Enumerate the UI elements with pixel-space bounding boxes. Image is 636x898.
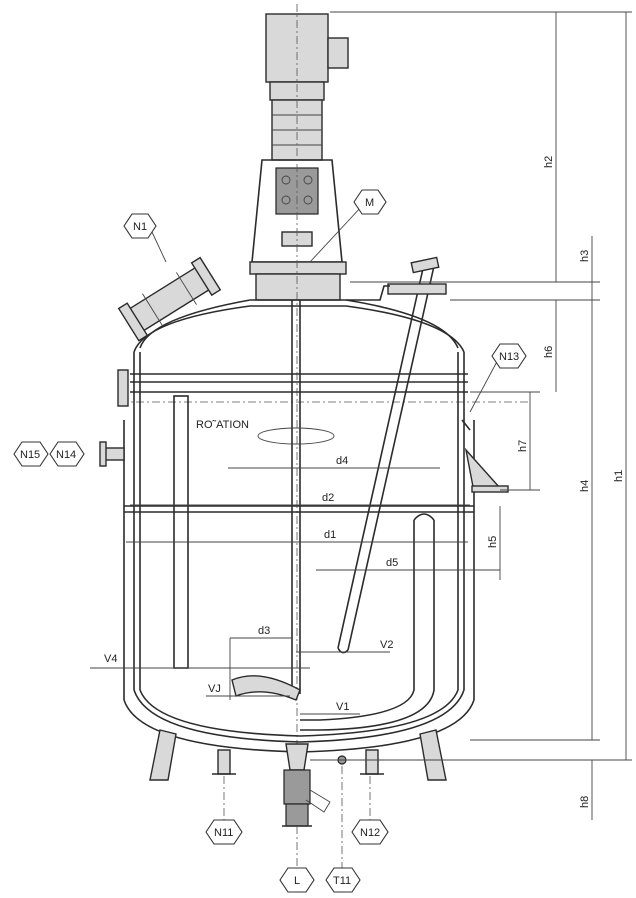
tag-n1: N1 [123,213,157,239]
dim-d4: d4 [336,455,348,467]
baffle [173,395,189,669]
dimension-lines: d4 d2 d1 d5 d3 V4 V2 VJ V1 RO˜ATION [90,11,632,820]
valve-actuator [285,803,309,827]
dim-h3: h3 [579,250,591,262]
svg-text:N14: N14 [56,449,76,461]
dip-pipe-nozzle [410,256,440,274]
vessel-bottom-head [133,689,465,743]
dim-h4: h4 [579,480,591,492]
svg-text:N13: N13 [499,351,519,363]
agitator-nozzle [255,273,341,301]
dim-d2: d2 [322,492,334,504]
dim-d1: d1 [324,529,336,541]
svg-text:T11: T11 [333,875,351,887]
internals [99,256,509,731]
leg-right [419,729,447,781]
level-v3: VJ [208,683,221,695]
dim-h8: h8 [579,796,591,808]
tag-n13: N13 [491,343,527,369]
leg-left [149,729,177,781]
leaders [151,205,501,868]
nozzle-n14-pipe [103,447,125,461]
svg-text:N1: N1 [133,221,147,233]
tag-n15: N15 [13,441,49,467]
level-v2: V2 [380,639,393,651]
bottom-valve [283,769,311,805]
tag-n11: N11 [205,819,243,845]
motor-drive [249,4,349,780]
dim-d5: d5 [386,557,398,569]
svg-text:L: L [294,875,300,887]
impeller-blade [231,675,301,701]
tag-l: L [279,867,315,893]
top-flange-right [387,283,447,295]
dim-h1: h1 [613,470,625,482]
dim-h6: h6 [543,346,555,358]
nozzle-n12-pipe [365,749,379,775]
tag-n14: N14 [49,441,85,467]
dim-h7: h7 [517,440,529,452]
svg-text:N15: N15 [20,449,40,461]
nozzle-n11-pipe [217,749,231,775]
nozzle-tags: N1 M N13 N15 N14 N11 N12 L [13,189,527,893]
svg-text:N12: N12 [360,827,380,839]
bottom-outlet [285,743,309,771]
svg-text:N11: N11 [214,827,233,839]
rotation-label: RO˜ATION [196,419,249,431]
vessel [120,299,530,827]
dim-h2: h2 [543,156,555,168]
level-v4: V4 [104,653,117,665]
dim-h5: h5 [487,536,499,548]
tag-m: M [353,189,387,215]
rotation-arrow [257,427,335,445]
manhole-n1 [117,256,222,342]
drive-mounting-plate [249,261,347,275]
tag-n12: N12 [351,819,389,845]
heating-coil [300,520,415,721]
level-v1: V1 [336,701,349,713]
svg-text:M: M [365,197,374,209]
dim-d3: d3 [258,625,270,637]
motor-terminal-box [327,37,349,69]
tag-t11: T11 [325,867,361,893]
